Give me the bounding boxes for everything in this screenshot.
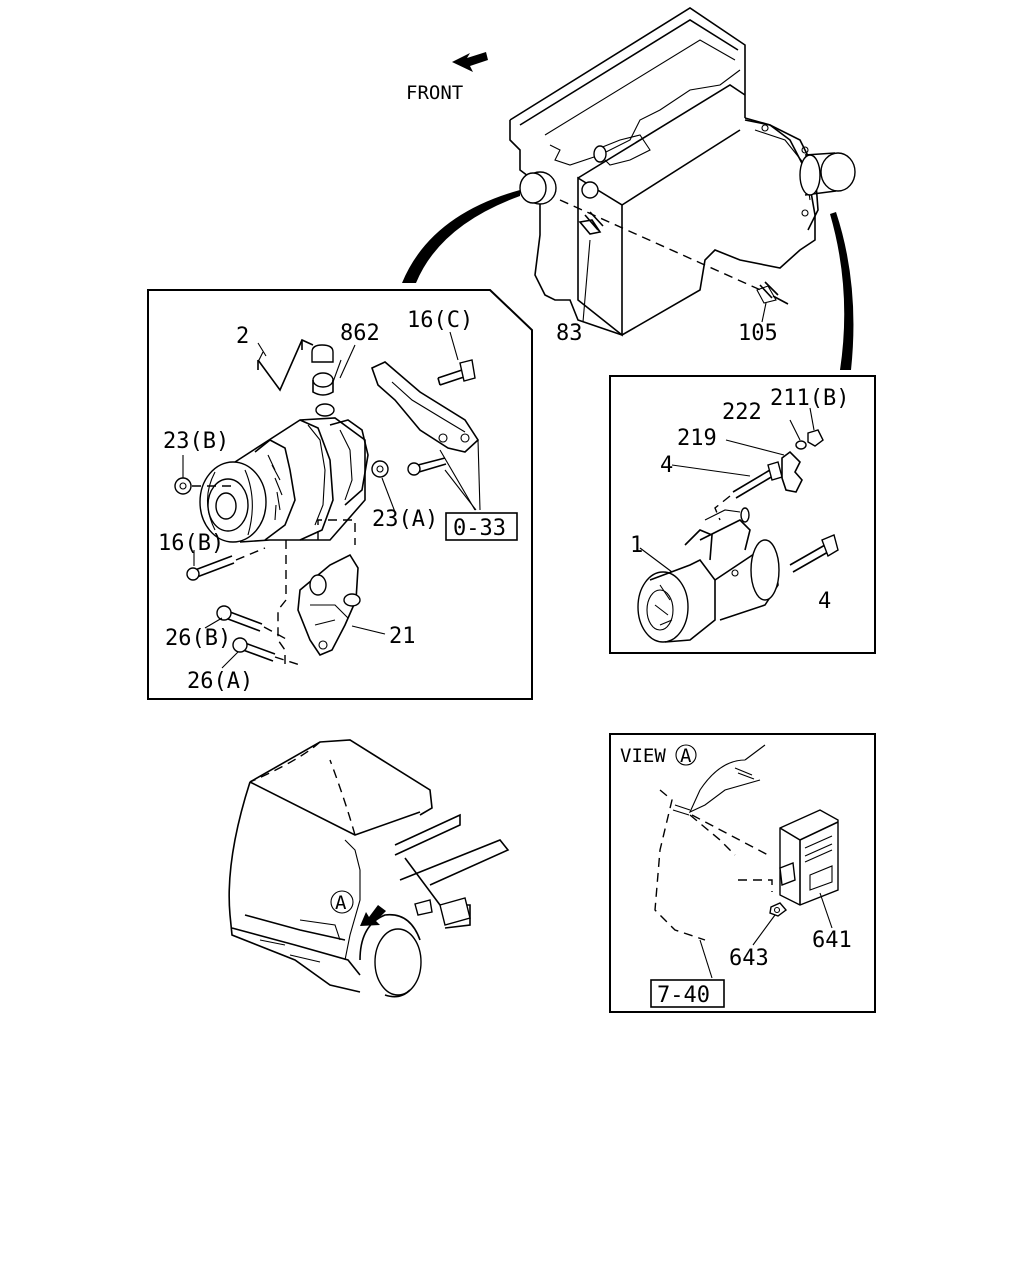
callout-643: 643 xyxy=(729,946,769,971)
callout-2: 2 xyxy=(236,324,249,349)
ref-box-0-33 xyxy=(445,512,518,541)
ref-0-33: 0-33 xyxy=(453,516,506,541)
front-arrow-icon xyxy=(452,52,488,72)
view-arrow-icon xyxy=(360,905,386,926)
engine-block xyxy=(509,7,856,337)
callout-862: 862 xyxy=(340,321,380,346)
truck-view-marker-circle xyxy=(330,890,354,914)
callout-23b: 23(B) xyxy=(163,429,229,454)
callout-4-top: 4 xyxy=(660,453,673,478)
callout-211b: 211(B) xyxy=(770,386,849,411)
view-marker-circle xyxy=(675,744,697,766)
callout-21: 21 xyxy=(389,624,416,649)
view-label: VIEW xyxy=(620,745,666,767)
ref-box-7-40 xyxy=(650,979,725,1008)
view-marker: A xyxy=(680,745,692,767)
callout-105: 105 xyxy=(738,321,778,346)
callout-16b: 16(B) xyxy=(158,531,224,556)
view-a-panel xyxy=(609,733,876,1013)
truck-view-marker: A xyxy=(335,892,347,914)
callout-641: 641 xyxy=(812,928,852,953)
callout-26a: 26(A) xyxy=(187,669,253,694)
ref-7-40: 7-40 xyxy=(657,983,710,1008)
callout-222: 222 xyxy=(722,400,762,425)
callout-16c: 16(C) xyxy=(407,308,473,333)
callout-4-bottom: 4 xyxy=(818,589,831,614)
callout-26b: 26(B) xyxy=(165,626,231,651)
callout-23a: 23(A) xyxy=(372,507,438,532)
callout-1: 1 xyxy=(630,533,643,558)
callout-83: 83 xyxy=(556,321,583,346)
alternator-panel xyxy=(147,289,533,700)
callout-219: 219 xyxy=(677,426,717,451)
starter-panel xyxy=(609,375,876,654)
truck-cab xyxy=(228,739,510,998)
front-label: FRONT xyxy=(406,82,463,104)
pointer-arrows xyxy=(402,190,854,370)
